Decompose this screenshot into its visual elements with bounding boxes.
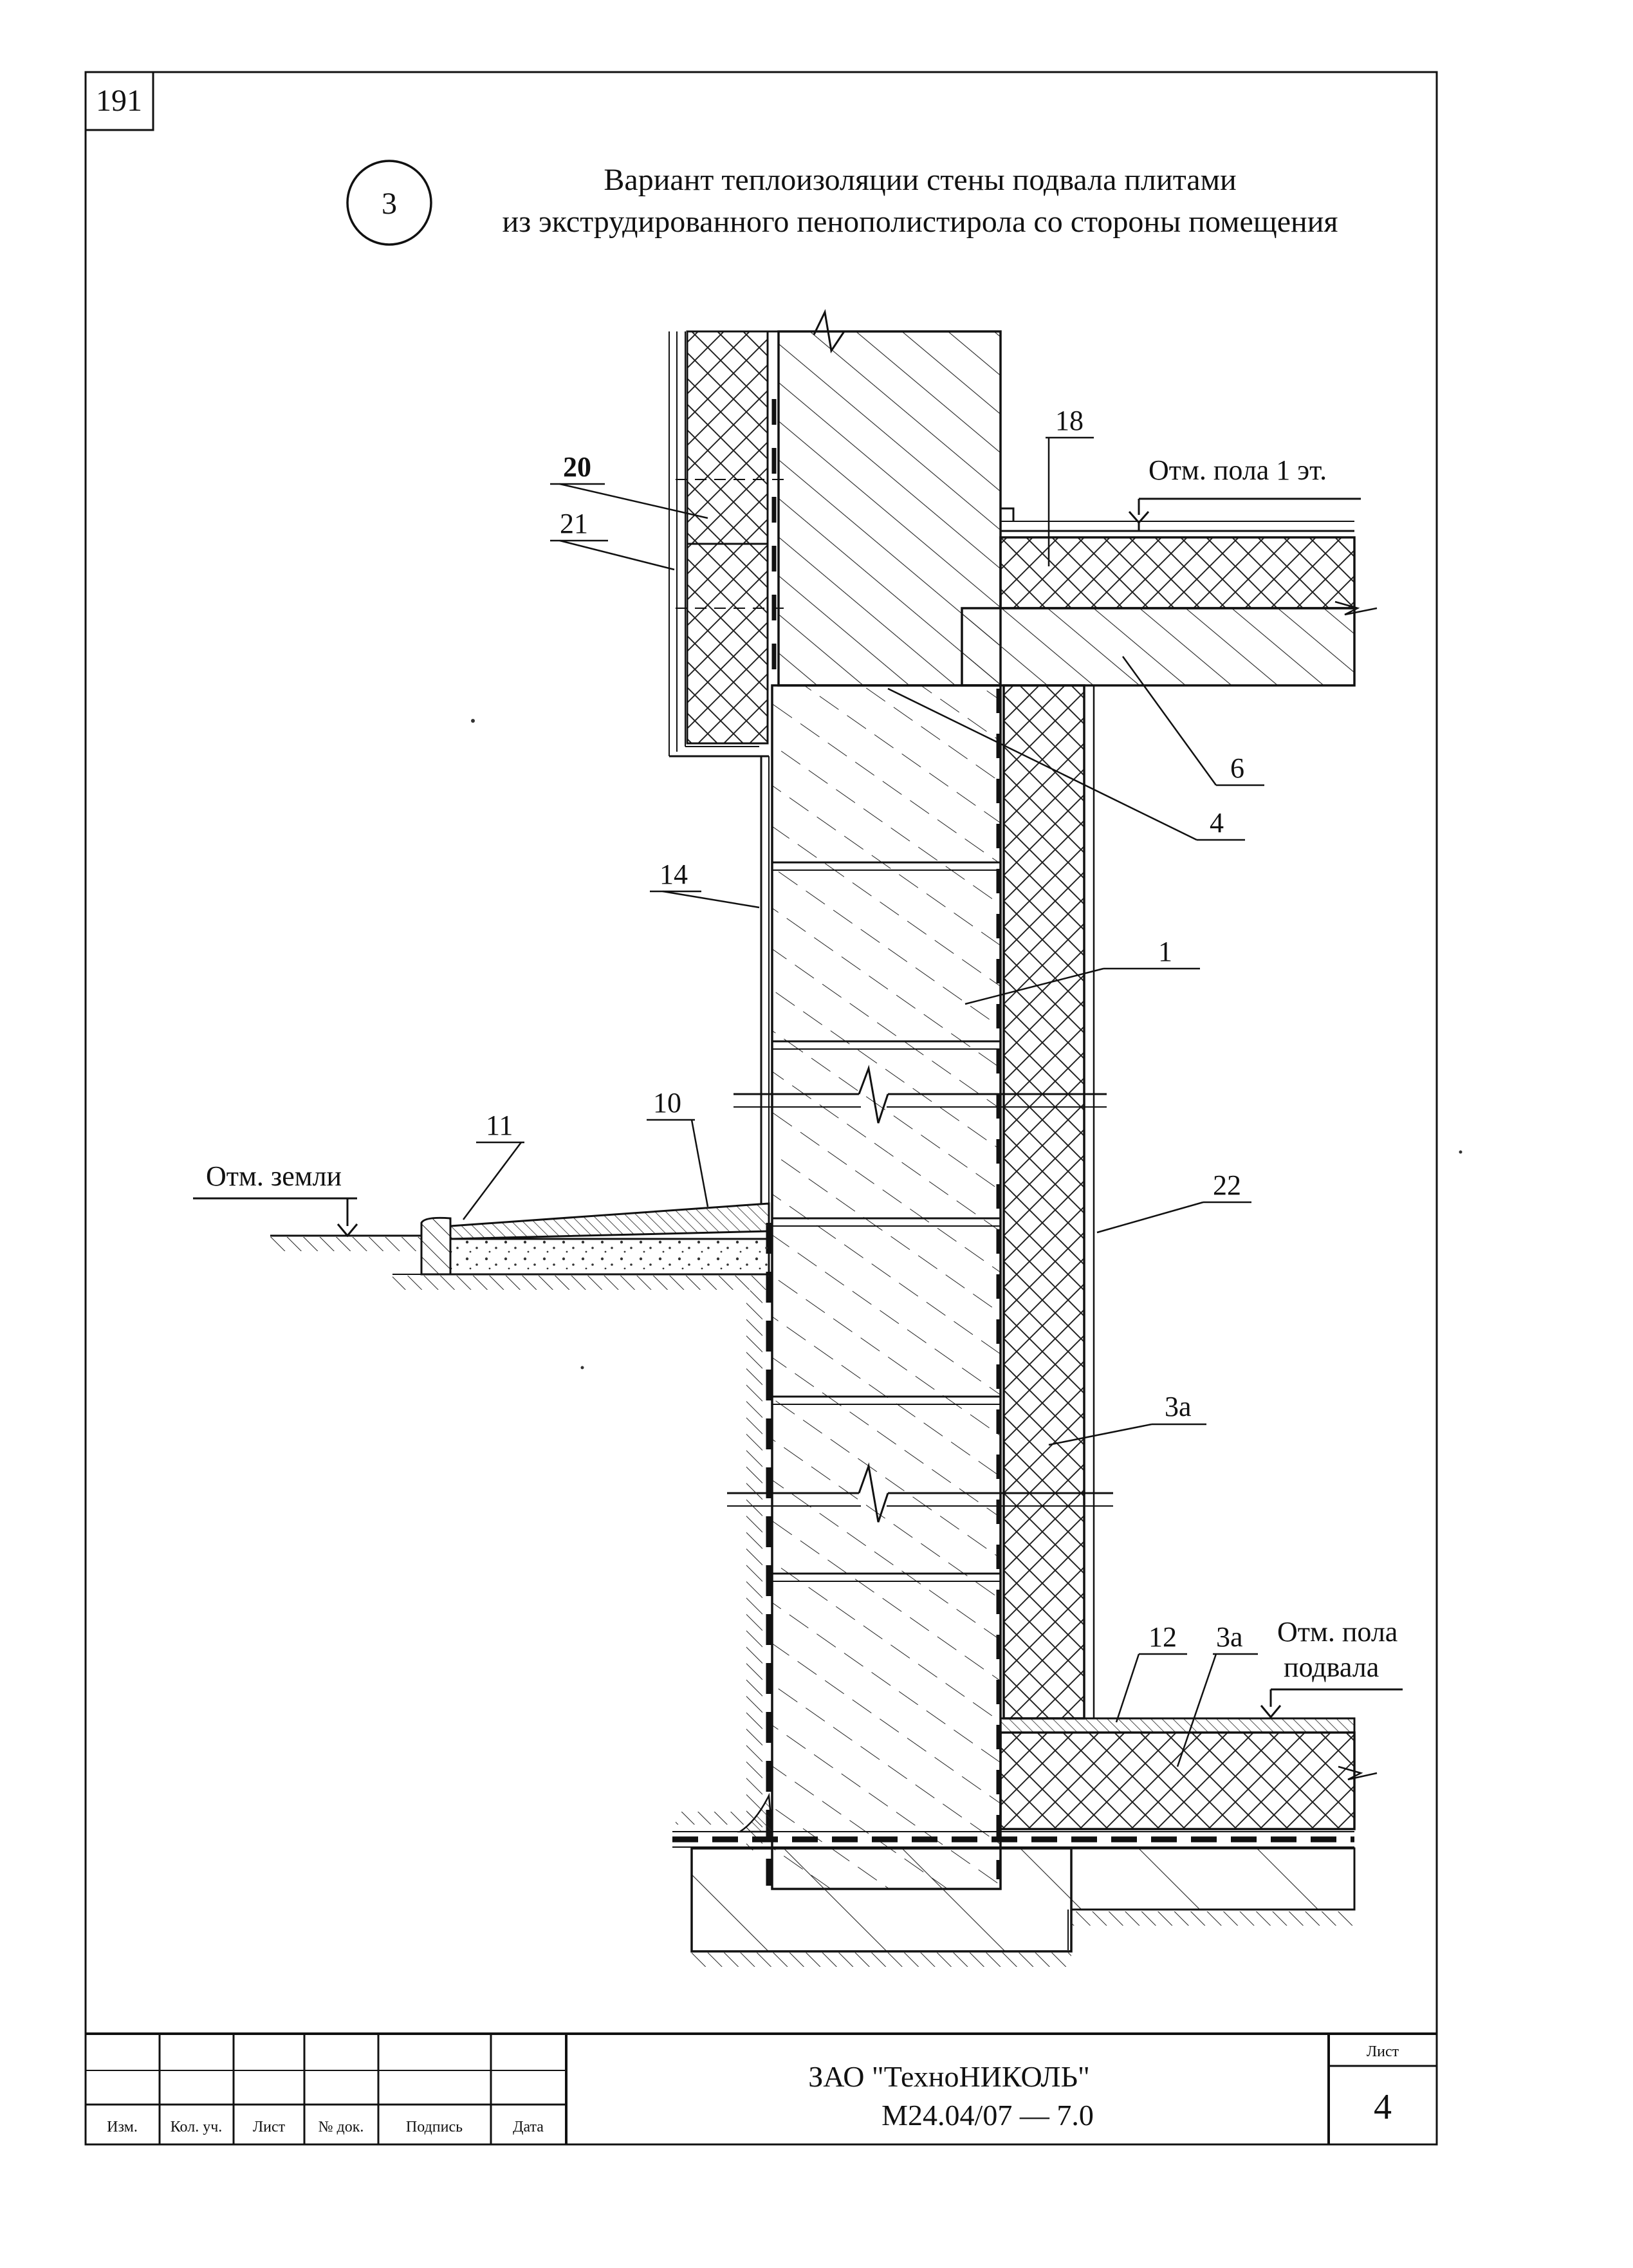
elevation-ground-label: Отм. земли bbox=[206, 1160, 342, 1192]
blind-area-concrete-11 bbox=[449, 1238, 770, 1276]
detail-number: 3 bbox=[382, 187, 397, 221]
callout-22: 22 bbox=[1213, 1169, 1241, 1201]
scan-dot bbox=[471, 719, 475, 723]
callout-20: 20 bbox=[563, 451, 591, 483]
drawing-title-line1: Вариант теплоизоляции стены подвала плит… bbox=[604, 163, 1236, 197]
detail-marker: 3 bbox=[346, 160, 432, 246]
sheet-frame bbox=[84, 71, 1438, 2146]
callout-21: 21 bbox=[560, 508, 588, 539]
callout-11: 11 bbox=[486, 1110, 513, 1141]
break-line-middle bbox=[733, 1064, 1107, 1124]
slab-break-mark bbox=[1334, 600, 1378, 616]
title-block-col-doc: № док. bbox=[318, 2119, 364, 2135]
sheet-number: 4 bbox=[1374, 2087, 1392, 2127]
scan-dot bbox=[1459, 1150, 1462, 1154]
floor-insulation-18 bbox=[999, 536, 1356, 609]
wall-insulation-3a bbox=[1002, 684, 1085, 1720]
elevation-basement-label-1: Отм. пола bbox=[1277, 1616, 1398, 1648]
callout-6: 6 bbox=[1230, 752, 1244, 784]
basement-block-wall bbox=[771, 684, 1002, 1890]
title-block-col-kol-uch: Кол. уч. bbox=[171, 2119, 223, 2135]
facade-insulation-20 bbox=[686, 330, 769, 745]
callout-14: 14 bbox=[660, 859, 688, 890]
curb-stone bbox=[420, 1216, 452, 1276]
foundation-footing bbox=[690, 1847, 1073, 1953]
blind-area-topping-10 bbox=[449, 1202, 770, 1240]
elevation-basement-label-2: подвала bbox=[1284, 1651, 1379, 1683]
callout-3a-wall: 3а bbox=[1165, 1391, 1192, 1422]
page-number-box: 191 bbox=[84, 71, 154, 131]
scan-dot bbox=[580, 1366, 584, 1370]
elevation-mark-floor-1 bbox=[1128, 497, 1361, 531]
callout-10: 10 bbox=[653, 1087, 681, 1119]
callout-12: 12 bbox=[1149, 1621, 1177, 1653]
callout-leaders bbox=[463, 436, 1264, 1767]
blind-area bbox=[270, 1202, 770, 1850]
company-name: ЗАО "ТехноНИКОЛЬ" bbox=[808, 2060, 1090, 2093]
wall-section bbox=[270, 309, 1378, 1967]
drawing-title-line2: из экструдированного пенополистирола со … bbox=[503, 205, 1338, 239]
waterproofing-fillet bbox=[737, 1792, 773, 1833]
floor-insulation-3a bbox=[999, 1731, 1356, 1830]
basement-floor-base bbox=[1070, 1847, 1356, 1911]
sheet-label: Лист bbox=[1367, 2043, 1399, 2060]
elevation-mark-basement bbox=[1260, 1688, 1403, 1719]
elevation-floor-1-label: Отм. пола 1 эт. bbox=[1149, 454, 1327, 486]
title-block-col-list: Лист bbox=[253, 2119, 286, 2135]
title-block-col-izm: Изм. bbox=[107, 2119, 138, 2135]
callout-1: 1 bbox=[1158, 936, 1172, 967]
title-block-col-signature: Подпись bbox=[406, 2119, 463, 2135]
break-mark-top bbox=[813, 309, 845, 353]
document-code: М24.04/07 — 7.0 bbox=[881, 2099, 1094, 2132]
page-number: 191 bbox=[96, 84, 142, 118]
basement-floor-break bbox=[1338, 1765, 1378, 1781]
title-block-col-date: Дата bbox=[513, 2119, 544, 2135]
callout-4: 4 bbox=[1210, 807, 1224, 839]
callout-3a-floor: 3а bbox=[1216, 1621, 1243, 1653]
title-block bbox=[86, 2032, 1437, 2144]
basement-screed-12 bbox=[999, 1717, 1356, 1734]
facade-finish-layer bbox=[669, 331, 769, 758]
callout-18: 18 bbox=[1055, 405, 1084, 436]
floor-slab-6 bbox=[961, 607, 1356, 687]
mortar-joints bbox=[772, 861, 1001, 1582]
elevation-mark-ground bbox=[193, 1197, 358, 1238]
